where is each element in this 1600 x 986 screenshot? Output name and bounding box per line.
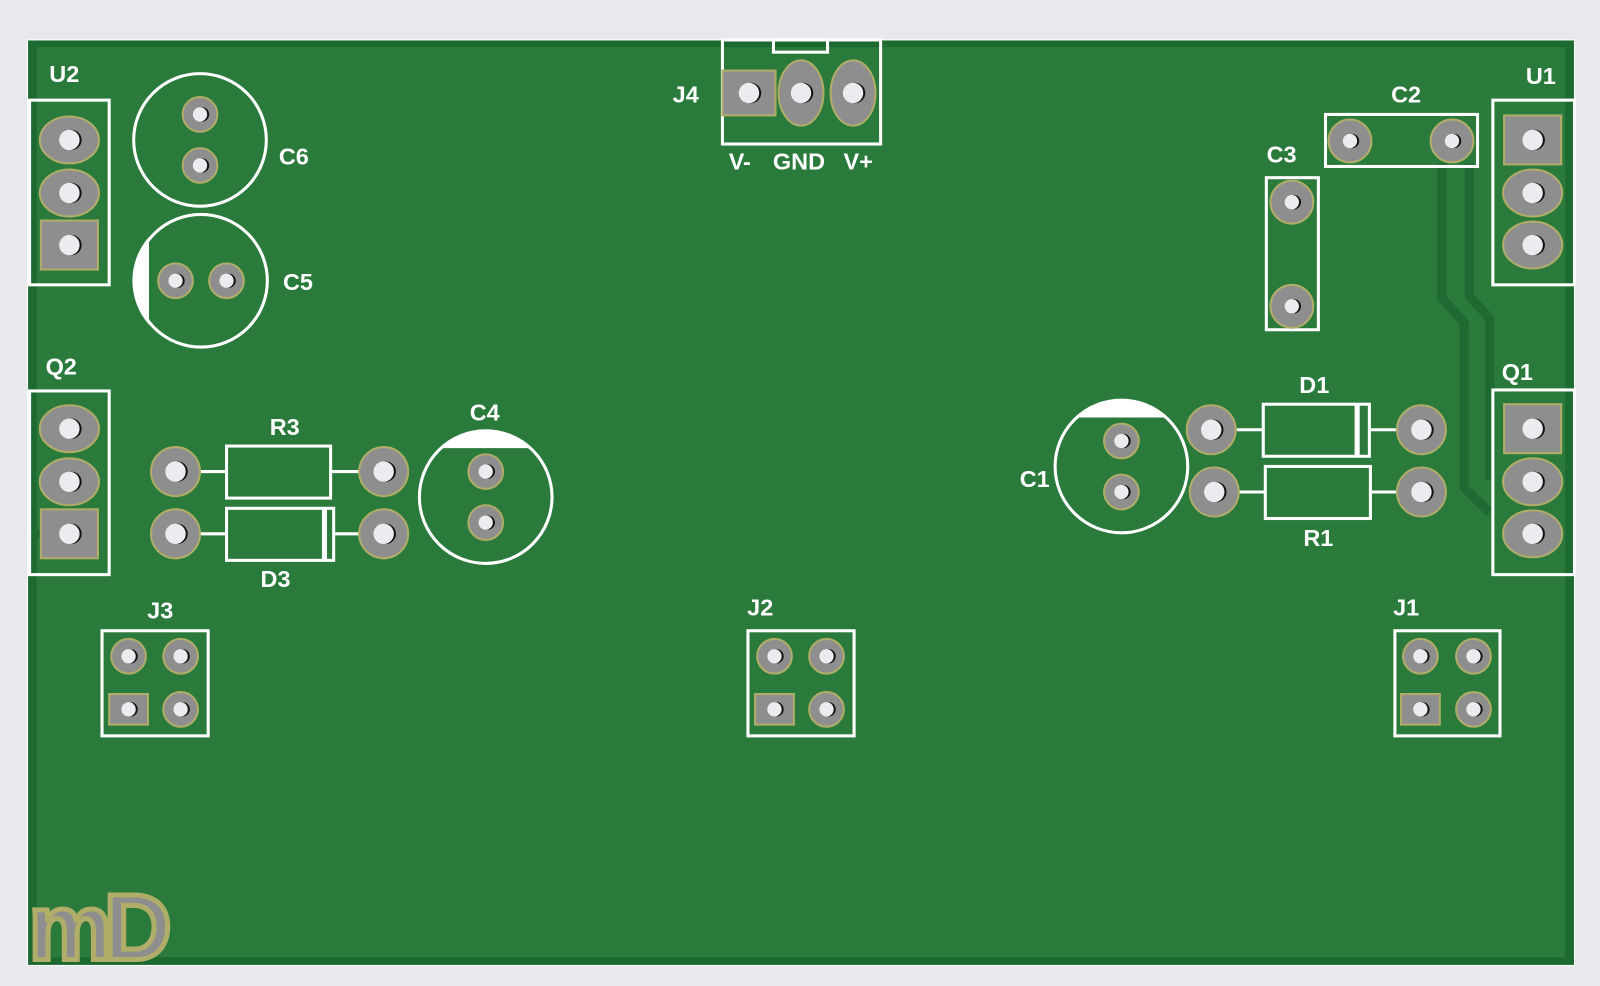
drill-hole-light: [121, 702, 136, 717]
label-c5: C5: [283, 269, 313, 295]
drill-hole-light: [1114, 484, 1129, 500]
drill-hole-light: [121, 649, 136, 664]
label-j2: J2: [747, 595, 773, 621]
drill-hole-light: [59, 129, 80, 151]
drill-hole-light: [1201, 419, 1222, 440]
pad: [754, 693, 795, 726]
drill-hole-light: [59, 418, 80, 439]
drill-hole-light: [1522, 523, 1543, 545]
label-u1: U1: [1526, 63, 1556, 89]
drill-hole-light: [1284, 299, 1299, 314]
drill-hole-light: [59, 234, 80, 256]
drill-hole-light: [373, 523, 394, 545]
drill-hole-light: [59, 182, 80, 204]
drill-hole-light: [173, 649, 188, 664]
label-d1: D1: [1299, 372, 1329, 398]
label-c1: C1: [1020, 466, 1050, 492]
drill-hole-light: [165, 523, 186, 545]
label-c3: C3: [1267, 141, 1297, 167]
label-j1: J1: [1393, 595, 1419, 621]
drill-hole-light: [1413, 702, 1428, 717]
label-c2: C2: [1391, 81, 1421, 107]
drill-hole-light: [192, 107, 208, 122]
drill-hole-light: [1466, 649, 1481, 664]
drill-hole-light: [192, 158, 208, 173]
drill-hole-light: [165, 461, 186, 482]
drill-hole-light: [767, 702, 782, 717]
label-r1: R1: [1303, 525, 1333, 551]
logo: mD: [29, 874, 168, 979]
drill-hole-light: [738, 82, 760, 104]
drill-hole-light: [767, 649, 782, 664]
drill-hole-light: [1522, 129, 1543, 151]
drill-hole-light: [219, 273, 234, 288]
label-j4-vminus: V-: [729, 149, 751, 175]
pads: [38, 59, 1564, 728]
drill-hole-light: [1342, 133, 1358, 149]
drill-hole-light: [59, 471, 80, 492]
label-j4-gnd: GND: [773, 149, 825, 175]
drill-hole-light: [478, 515, 493, 530]
label-r3: R3: [270, 414, 300, 440]
drill-hole-light: [1522, 418, 1543, 439]
label-c6: C6: [279, 144, 309, 170]
label-j4-vplus: V+: [843, 149, 872, 175]
label-q1: Q1: [1502, 359, 1533, 385]
drill-hole-light: [819, 649, 834, 664]
drill-hole-light: [1413, 649, 1428, 664]
label-j4: J4: [673, 81, 699, 107]
drill-hole-light: [1522, 234, 1543, 256]
copper-pour: [36, 47, 1566, 958]
drill-hole-light: [1411, 481, 1432, 503]
drill-hole-light: [168, 273, 183, 288]
drill-hole-light: [819, 702, 834, 717]
label-d3: D3: [261, 566, 291, 592]
label-u2: U2: [49, 61, 79, 87]
label-c4: C4: [470, 400, 500, 426]
drill-hole-light: [1204, 481, 1225, 503]
drill-hole-light: [478, 464, 493, 479]
drill-hole-light: [1444, 133, 1460, 149]
drill-hole-light: [173, 702, 188, 717]
drill-hole-light: [1466, 702, 1481, 717]
drill-hole-light: [842, 82, 864, 104]
silkscreen: [28, 38, 1577, 738]
drill-hole-light: [790, 82, 812, 104]
drill-hole-light: [1522, 182, 1543, 204]
drill-hole-light: [373, 461, 394, 482]
drill-hole-light: [1284, 195, 1299, 210]
label-q2: Q2: [46, 354, 77, 380]
drill-hole-light: [1411, 419, 1432, 440]
drill-hole-light: [1114, 433, 1129, 449]
drill-hole-light: [1522, 471, 1543, 492]
label-j3: J3: [147, 598, 173, 624]
drill-hole-light: [59, 523, 80, 545]
